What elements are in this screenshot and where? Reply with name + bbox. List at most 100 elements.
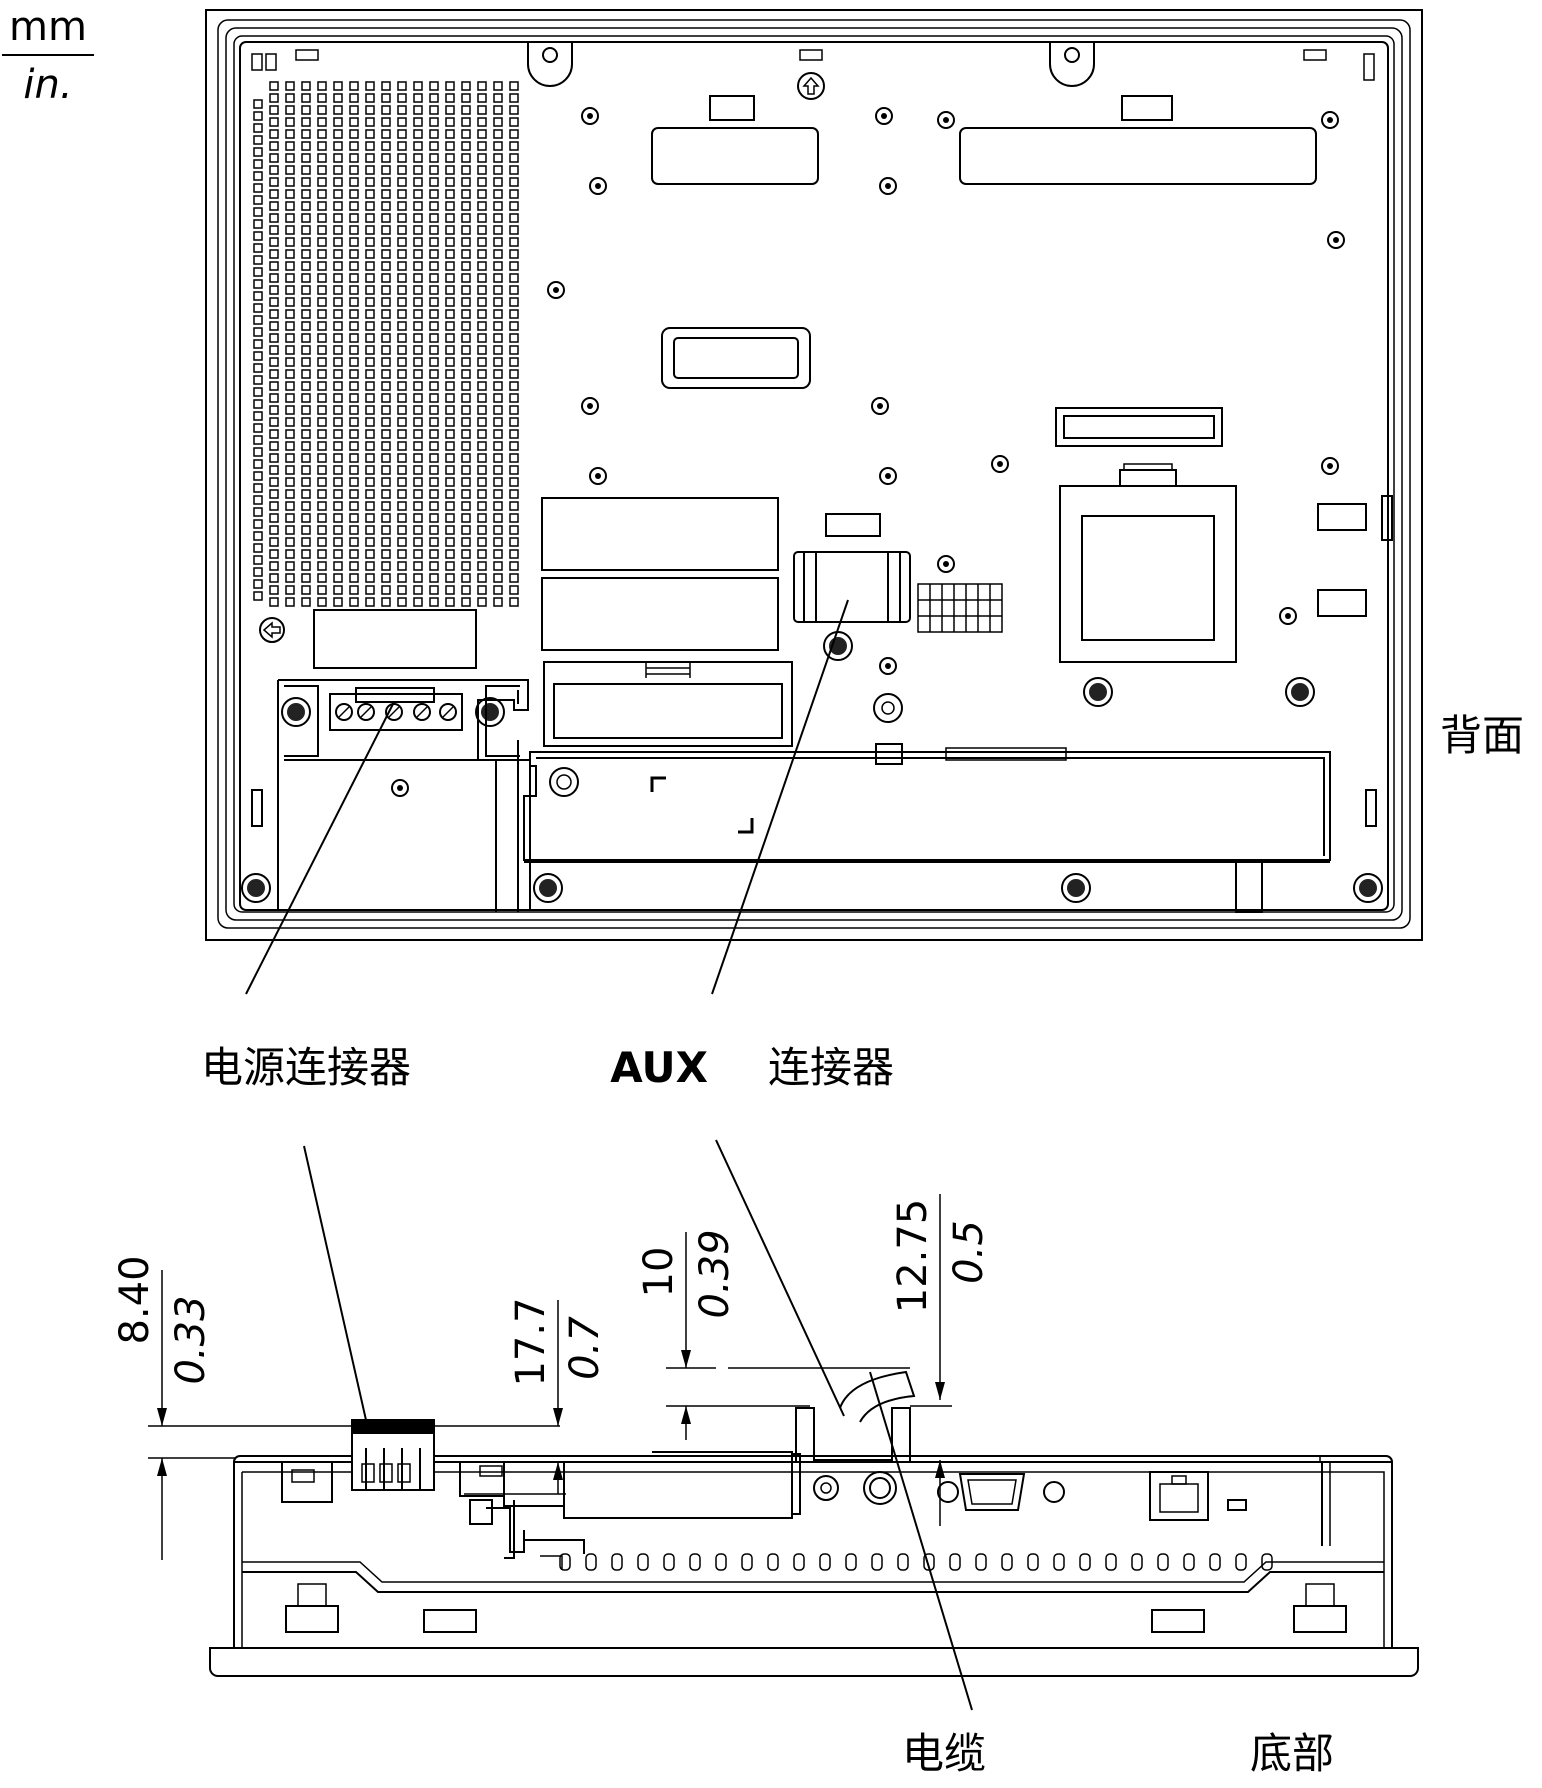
vent-cell	[397, 417, 407, 427]
vent-cell	[413, 573, 423, 583]
vent-cell	[365, 249, 375, 259]
mounting-hole	[879, 657, 897, 675]
vent-cell	[333, 417, 343, 427]
vent-cell	[477, 141, 487, 151]
vent-cell	[477, 321, 487, 331]
vent-cell	[269, 429, 279, 439]
vent-cell	[445, 321, 455, 331]
dim-2-mm: 17.7	[508, 1297, 554, 1386]
vent-cell	[445, 273, 455, 283]
vent-cell	[397, 465, 407, 475]
vent-cell	[333, 369, 343, 379]
vent-cell	[461, 225, 471, 235]
vent-cell	[445, 309, 455, 319]
vent-cell	[365, 549, 375, 559]
vent-cell	[461, 537, 471, 547]
units-legend: mm in.	[2, 4, 94, 108]
vent-cell	[269, 501, 279, 511]
vent-cell	[253, 159, 263, 169]
vent-cell	[253, 195, 263, 205]
vent-cell	[445, 237, 455, 247]
vent-slot	[949, 1553, 961, 1571]
vent-cell	[397, 249, 407, 259]
vent-cell	[429, 105, 439, 115]
vent-cell	[317, 177, 327, 187]
mounting-hole	[937, 555, 955, 573]
vent-cell	[413, 117, 423, 127]
vent-cell	[381, 429, 391, 439]
vent-cell	[445, 513, 455, 523]
vent-cell	[429, 381, 439, 391]
vent-cell	[349, 345, 359, 355]
vent-cell	[285, 489, 295, 499]
vent-cell	[253, 519, 263, 529]
vent-cell	[317, 249, 327, 259]
vent-cell	[413, 273, 423, 283]
vent-cell	[445, 129, 455, 139]
vent-cell	[269, 201, 279, 211]
vent-slot	[793, 1553, 805, 1571]
vent-cell	[285, 81, 295, 91]
vent-slot	[689, 1553, 701, 1571]
vent-cell	[317, 213, 327, 223]
vent-cell	[445, 345, 455, 355]
vent-cell	[445, 417, 455, 427]
vent-cell	[333, 501, 343, 511]
vent-cell	[365, 597, 375, 607]
vent-cell	[333, 345, 343, 355]
vent-cell	[413, 153, 423, 163]
vent-cell	[349, 201, 359, 211]
vent-cell	[397, 141, 407, 151]
vent-cell	[429, 261, 439, 271]
hole-center	[587, 403, 593, 409]
vent-cell	[317, 429, 327, 439]
vent-cell	[429, 213, 439, 223]
hole-center	[885, 663, 891, 669]
vent-cell	[285, 393, 295, 403]
vent-cell	[493, 249, 503, 259]
vent-cell	[461, 273, 471, 283]
vent-cell	[269, 285, 279, 295]
vent-cell	[461, 441, 471, 451]
vent-cell	[493, 225, 503, 235]
mounting-hole	[1327, 231, 1345, 249]
vent-cell	[349, 141, 359, 151]
leader-power-connector	[245, 701, 395, 995]
vent-cell	[381, 105, 391, 115]
vent-cell	[461, 381, 471, 391]
vent-cell	[477, 453, 487, 463]
vent-cell	[317, 489, 327, 499]
vent-cell	[509, 345, 519, 355]
terminal-slot	[388, 706, 400, 718]
vent-cell	[397, 93, 407, 103]
vent-cell	[509, 525, 519, 535]
vent-cell	[269, 525, 279, 535]
vent-cell	[477, 249, 487, 259]
vent-cell	[493, 381, 503, 391]
leader-power-connector-bottom	[303, 1145, 367, 1421]
vent-cell	[397, 549, 407, 559]
vent-cell	[317, 93, 327, 103]
bottom-vent-slots	[559, 1553, 1273, 1571]
vent-cell	[301, 441, 311, 451]
vent-cell	[349, 573, 359, 583]
label-power-connector: 电源连接器	[201, 1043, 411, 1092]
vent-cell	[317, 477, 327, 487]
vent-cell	[365, 357, 375, 367]
vent-cell	[381, 585, 391, 595]
vent-cell	[397, 321, 407, 331]
vent-cell	[349, 549, 359, 559]
vent-cell	[285, 93, 295, 103]
vent-cell	[477, 513, 487, 523]
vent-cell	[253, 447, 263, 457]
vent-cell	[461, 501, 471, 511]
vent-cell	[269, 393, 279, 403]
vent-cell	[285, 309, 295, 319]
vent-cell	[429, 309, 439, 319]
mounting-hole	[879, 177, 897, 195]
vent-cell	[349, 93, 359, 103]
leader-aux-connector	[711, 599, 849, 995]
mounting-hole	[581, 107, 599, 125]
vent-cell	[349, 129, 359, 139]
vent-cell	[397, 129, 407, 139]
